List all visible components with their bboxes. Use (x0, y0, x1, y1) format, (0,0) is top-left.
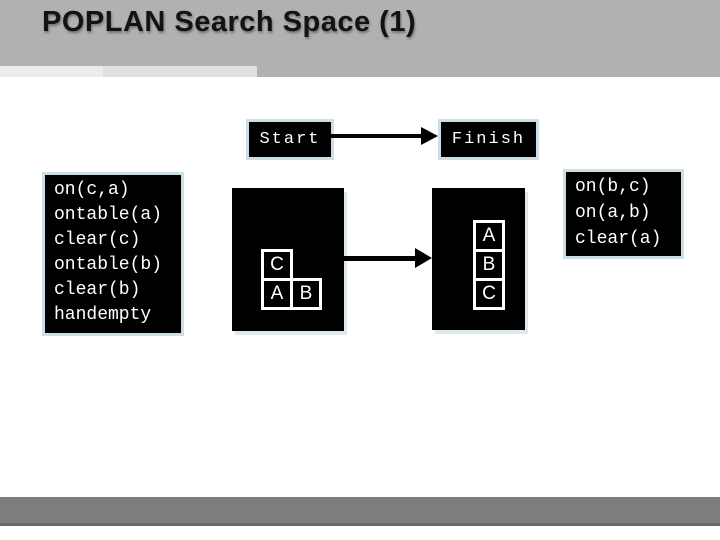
title-bar: POPLAN Search Space (1) (0, 0, 720, 66)
start-node: Start (246, 119, 334, 160)
accent-segment-3 (257, 66, 720, 77)
footer-bar (0, 497, 720, 526)
goal-predicate-line: on(b,c) (575, 177, 651, 197)
stack-block-a: A (473, 220, 505, 252)
predicate-line: clear(b) (54, 280, 141, 300)
block-c: C (261, 249, 293, 281)
predicate-line: ontable(b) (54, 255, 163, 275)
finish-node-label: Finish (451, 130, 526, 149)
finish-world-box: A B C (432, 188, 525, 330)
stack-block-b: B (473, 249, 505, 281)
initial-state-box: on(c,a) ontable(a) clear(c) ontable(b) c… (42, 172, 184, 336)
accent-segment-1 (0, 66, 103, 77)
stack-block-c: C (473, 278, 505, 310)
predicate-line: handempty (54, 305, 152, 325)
start-world-box: C A B (232, 188, 344, 331)
predicate-line: on(c,a) (54, 180, 130, 200)
arrow-head-icon (415, 248, 432, 268)
goal-predicate-line: on(a,b) (575, 203, 651, 223)
goal-state-box: on(b,c) on(a,b) clear(a) (563, 169, 684, 259)
predicate-line: clear(c) (54, 230, 141, 250)
goal-predicate-line: clear(a) (575, 229, 662, 249)
start-node-label: Start (259, 130, 321, 149)
slide-title: POPLAN Search Space (1) (42, 6, 417, 38)
predicate-line: ontable(a) (54, 205, 163, 225)
arrow-line (327, 134, 423, 138)
arrow-line (344, 256, 416, 261)
state-transition-arrow (344, 248, 432, 269)
accent-strip (0, 66, 720, 77)
finish-node: Finish (438, 119, 539, 160)
block-b: B (290, 278, 322, 310)
accent-segment-2 (103, 66, 257, 77)
arrow-head-icon (421, 127, 438, 145)
block-a: A (261, 278, 293, 310)
start-finish-arrow (327, 127, 438, 145)
